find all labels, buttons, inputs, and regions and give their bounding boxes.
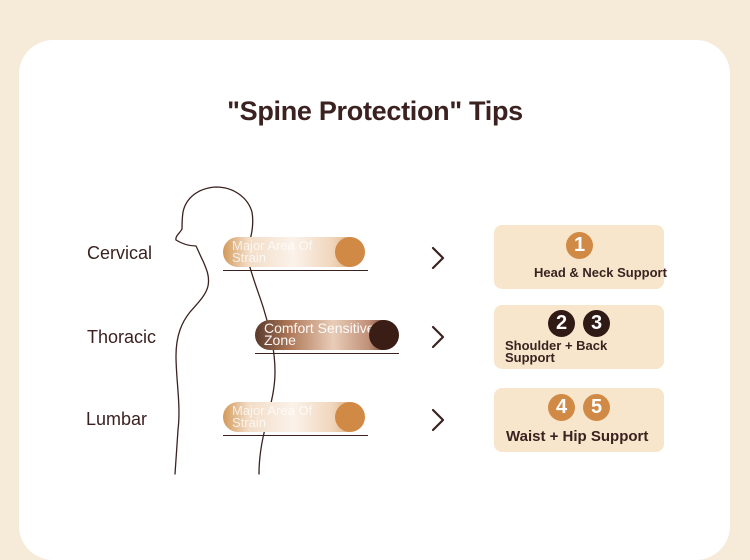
chevron-right-icon [431, 408, 445, 432]
tip-box-waist-hip: 4 5 Waist + Hip Support [494, 388, 664, 452]
zone-underline-lumbar [223, 435, 368, 436]
infographic-card [19, 40, 730, 560]
zone-label-lumbar: Major Area Of Strain [232, 403, 313, 430]
tip-number-badge: 5 [583, 394, 610, 421]
region-label-thoracic: Thoracic [87, 327, 157, 347]
tip-number-badge: 2 [548, 310, 575, 337]
zone-marker-thoracic [369, 320, 399, 350]
zone-pill-thoracic: Comfort Sensitive Zone [255, 320, 399, 350]
page-title: "Spine Protection" Tips [227, 96, 523, 126]
tip-label: Waist + Hip Support [506, 428, 649, 445]
zone-pill-lumbar: Major Area Of Strain [223, 402, 365, 432]
zone-underline-cervical [223, 270, 368, 271]
tip-label: Shoulder + Back Support [505, 338, 608, 365]
zone-pill-cervical: Major Area Of Strain [223, 237, 365, 267]
zone-marker-cervical [335, 237, 365, 267]
region-label-lumbar: Lumbar [86, 409, 148, 429]
tip-number-badge: 3 [583, 310, 610, 337]
tip-number-badge: 4 [548, 394, 575, 421]
zone-underline-thoracic [255, 353, 399, 354]
tip-box-head-neck: 1 Head & Neck Support [494, 225, 667, 289]
tip-box-shoulder-back: 2 3 Shoulder + Back Support [494, 305, 664, 369]
chevron-right-icon [431, 246, 445, 270]
zone-label-thoracic: Comfort Sensitive Zone [264, 320, 375, 348]
tip-label: Head & Neck Support [534, 265, 667, 280]
region-label-cervical: Cervical [87, 243, 153, 263]
tip-number-badge: 1 [566, 232, 593, 259]
chevron-right-icon [431, 325, 445, 349]
zone-label-cervical: Major Area Of Strain [232, 238, 313, 265]
zone-marker-lumbar [335, 402, 365, 432]
